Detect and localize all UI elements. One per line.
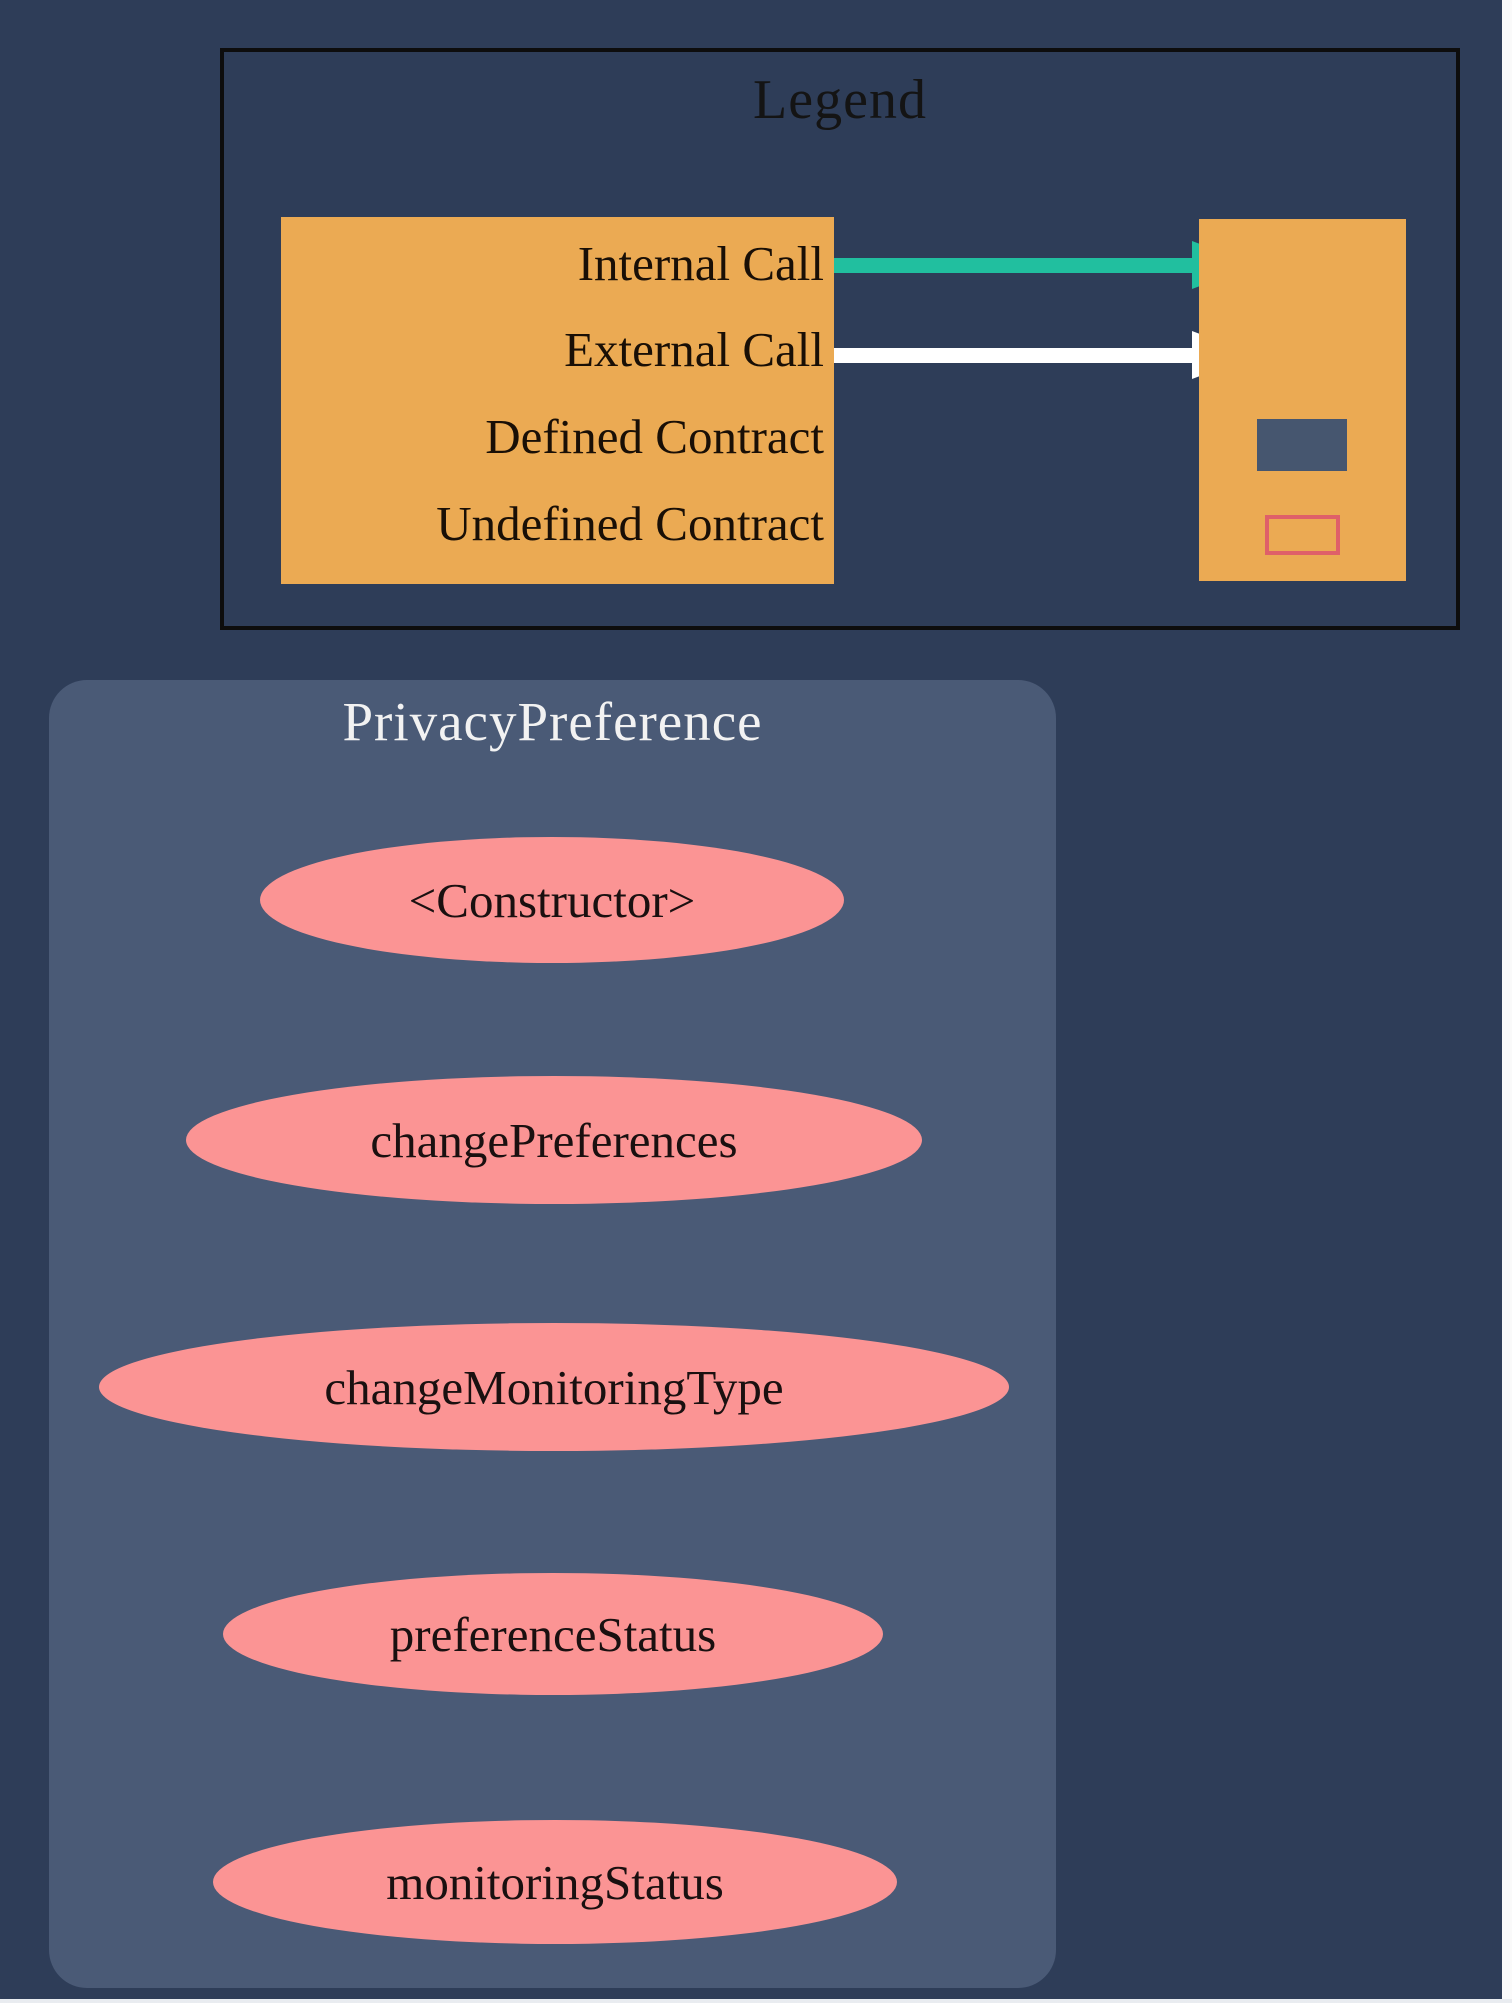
legend-labels-panel: Internal Call External Call Defined Cont… [281, 217, 834, 584]
page-right-margin [1502, 0, 1512, 2003]
function-node-constructor: <Constructor> [260, 837, 844, 963]
contract-title: PrivacyPreference [342, 691, 763, 752]
legend-box: Legend Internal Call External Call Defin… [220, 48, 1460, 630]
external-call-arrow [834, 348, 1194, 363]
legend-item-defined-contract: Defined Contract [485, 409, 824, 464]
page-bottom-margin [0, 1999, 1512, 2003]
function-node-changemonitoringtype: changeMonitoringType [99, 1323, 1009, 1451]
legend-item-external-call: External Call [564, 322, 824, 377]
legend-symbols-panel [1199, 219, 1406, 581]
legend-item-undefined-contract: Undefined Contract [436, 496, 824, 551]
defined-contract-swatch [1257, 419, 1347, 471]
function-node-preferencestatus: preferenceStatus [223, 1573, 883, 1695]
legend-item-internal-call: Internal Call [577, 236, 824, 291]
contract-privacypreference: PrivacyPreference <Constructor> changePr… [49, 680, 1056, 1988]
function-node-monitoringstatus: monitoringStatus [213, 1820, 897, 1944]
undefined-contract-swatch [1265, 515, 1340, 555]
legend-title: Legend [753, 69, 927, 131]
internal-call-arrow [834, 258, 1194, 273]
function-node-changepreferences: changePreferences [186, 1076, 922, 1204]
